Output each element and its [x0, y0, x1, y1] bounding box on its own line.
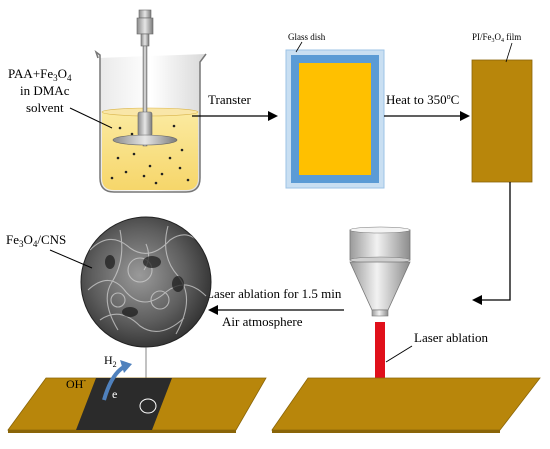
beaker-liquid: [102, 112, 198, 190]
glass-dish-label: Glass dish: [288, 32, 326, 42]
laser-ablation-label: Laser ablation: [414, 330, 488, 345]
pi-film-label: PI/Fe3O4 film: [472, 32, 521, 44]
laser-beam: [375, 322, 385, 392]
cns-region: [76, 378, 172, 430]
electrochem-annotation: e OH- H2: [66, 353, 132, 401]
svg-text:PAA+Fe3O4: PAA+Fe3O4: [8, 66, 72, 83]
sem-image: [80, 216, 212, 348]
film-right: [271, 377, 541, 431]
pi-film: PI/Fe3O4 film: [471, 32, 533, 183]
stirrer: [112, 9, 178, 147]
oh-label: OH-: [66, 376, 86, 391]
cns-label: Fe3O4/CNS: [6, 232, 66, 249]
svg-text:in DMAc: in DMAc: [20, 83, 70, 98]
svg-text:solvent: solvent: [26, 100, 64, 115]
heat-label: Heat to 350oC: [386, 92, 459, 107]
transfer-label: Transter: [208, 92, 252, 107]
h2-label: H2: [104, 353, 117, 369]
electron-label: e: [112, 387, 117, 401]
laser-condition-line1: Laser ablation for 1.5 min: [206, 286, 342, 301]
arrow-to-laser: [472, 182, 511, 305]
film-left: [7, 377, 267, 433]
laser-condition-line2: Air atmosphere: [222, 314, 303, 329]
beaker: [94, 9, 207, 193]
glass-dish: Glass dish: [285, 32, 385, 189]
particles: [110, 124, 190, 185]
laser-head: [349, 226, 411, 317]
beaker-label: PAA+Fe3O4 in DMAc solvent: [8, 66, 113, 129]
